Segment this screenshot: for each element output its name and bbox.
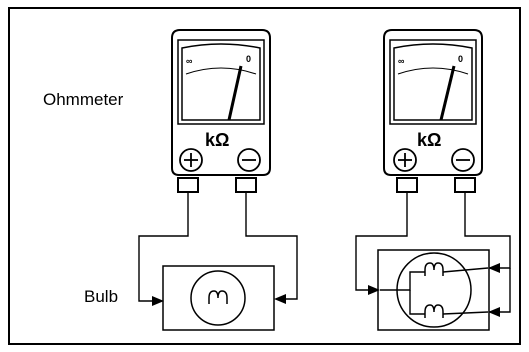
meter-bezel [177, 39, 265, 125]
filament-lead-lower [442, 311, 489, 315]
figure-frame [8, 7, 521, 345]
plus-lead-wire [355, 192, 408, 291]
meter-needle [227, 65, 243, 121]
left-circuit-wires [138, 192, 298, 302]
right-probe-arrow-lower [488, 307, 500, 317]
scale-infinity-label: ∞ [398, 56, 405, 66]
filament-lead-common [380, 271, 425, 291]
meter-window [393, 43, 473, 121]
right-probe-arrow [274, 294, 286, 304]
meter-scale-arc [397, 67, 469, 75]
filament-lead-common-lower [409, 290, 425, 315]
bulb-socket [377, 249, 490, 331]
bulb-filament-lower [424, 304, 444, 318]
minus-lead-wire [245, 192, 298, 300]
minus-lead-wire [464, 192, 511, 269]
bulb-socket [162, 265, 275, 331]
ohmmeter-right: ∞ 0 kΩ [383, 29, 483, 193]
filament-lead-upper [442, 267, 489, 273]
unit-label: kΩ [205, 130, 229, 150]
unit-label: kΩ [417, 130, 441, 150]
meter-bezel [389, 39, 477, 125]
meter-window [181, 43, 261, 121]
scale-zero-label: 0 [246, 54, 251, 64]
bulb-filament [208, 290, 228, 304]
meter-needle [439, 65, 456, 121]
bulb-filament-upper [424, 262, 444, 276]
plus-lead-socket [177, 177, 199, 193]
minus-lead-socket [454, 177, 476, 193]
minus-lead-socket [235, 177, 257, 193]
right-probe-arrow-upper [488, 263, 500, 273]
ohmmeter-label: Ohmmeter [43, 90, 124, 109]
plus-lead-wire [138, 192, 189, 302]
left-probe-arrow [368, 285, 380, 295]
right-circuit-wires [355, 192, 511, 313]
bulb-left [162, 265, 275, 331]
minus-lead-branch [490, 268, 511, 313]
bulb-label: Bulb [84, 287, 119, 306]
plus-lead-socket [396, 177, 418, 193]
meter-scale-arc [185, 67, 257, 75]
bulb-right [377, 249, 490, 331]
bulb-glass [190, 270, 246, 326]
ohmmeter-left: ∞ 0 kΩ [171, 29, 271, 193]
left-probe-arrow [152, 296, 164, 306]
scale-infinity-label: ∞ [186, 56, 193, 66]
scale-zero-label: 0 [458, 54, 463, 64]
